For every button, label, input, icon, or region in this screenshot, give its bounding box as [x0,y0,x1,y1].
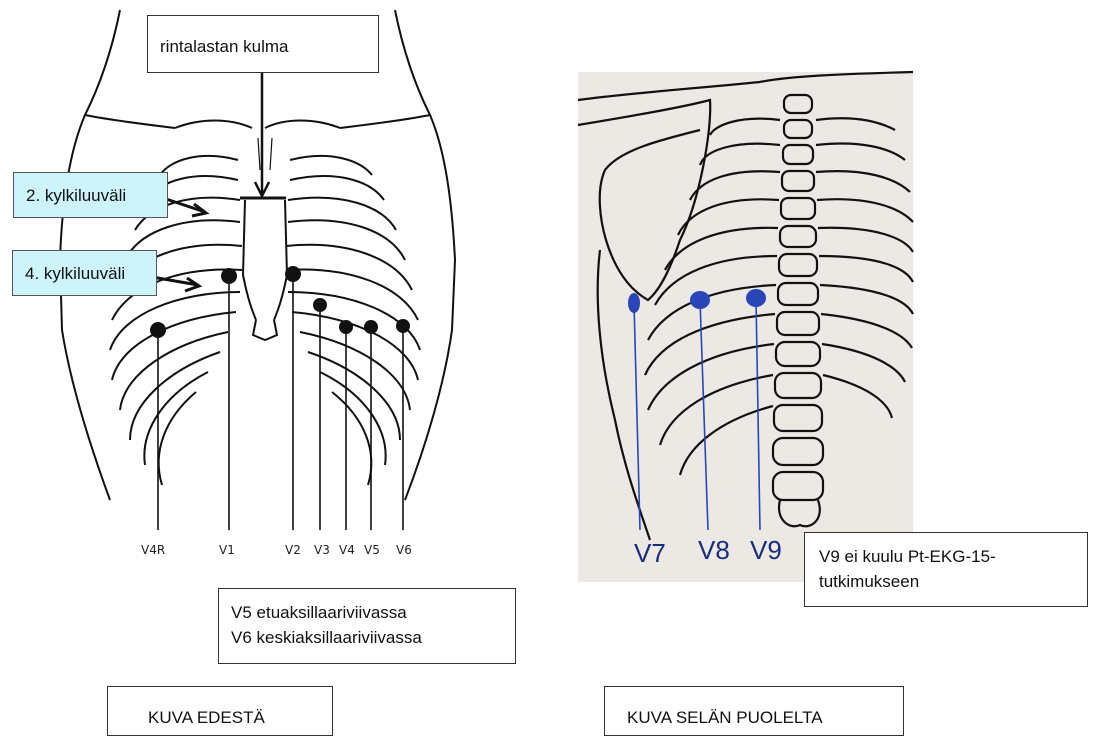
note-v6: V6 keskiaksillaariviivassa [231,626,515,651]
sternal-angle-callout: rintalastan kulma [147,15,379,73]
lead-label-v8: V8 [698,535,730,566]
lead-label-v2: V2 [285,543,301,557]
ics4-label: 4. kylkiluuväli [25,264,125,283]
front-note-box: V5 etuaksillaariviivassa V6 keskiaksilla… [218,588,516,664]
lead-label-v4: V4 [339,543,355,557]
note-v9-line2: tutkimukseen [819,570,1087,595]
lead-label-v4r: V4R [141,543,165,557]
back-caption: KUVA SELÄN PUOLELTA [604,686,904,736]
front-caption: KUVA EDESTÄ [107,686,333,736]
note-v9-line1: V9 ei kuulu Pt-EKG-15- [819,545,1087,570]
ics2-callout: 2. kylkiluuväli [13,172,168,218]
electrode-v9 [746,289,766,307]
lead-label-v7: V7 [634,538,666,569]
electrode-v7 [628,293,640,313]
back-panel [578,72,913,582]
ics2-label: 2. kylkiluuväli [26,186,126,205]
note-v5: V5 etuaksillaariviivassa [231,601,515,626]
lead-label-v9: V9 [750,535,782,566]
front-caption-text: KUVA EDESTÄ [148,708,265,727]
lead-label-v6: V6 [396,543,412,557]
sternal-angle-label: rintalastan kulma [160,37,289,56]
back-note-box: V9 ei kuulu Pt-EKG-15- tutkimukseen [804,532,1088,607]
lead-label-v1: V1 [219,543,235,557]
lead-label-v5: V5 [364,543,380,557]
ics4-callout: 4. kylkiluuväli [12,250,157,296]
back-caption-text: KUVA SELÄN PUOLELTA [627,708,823,727]
electrode-v8 [690,291,710,309]
lead-label-v3: V3 [314,543,330,557]
